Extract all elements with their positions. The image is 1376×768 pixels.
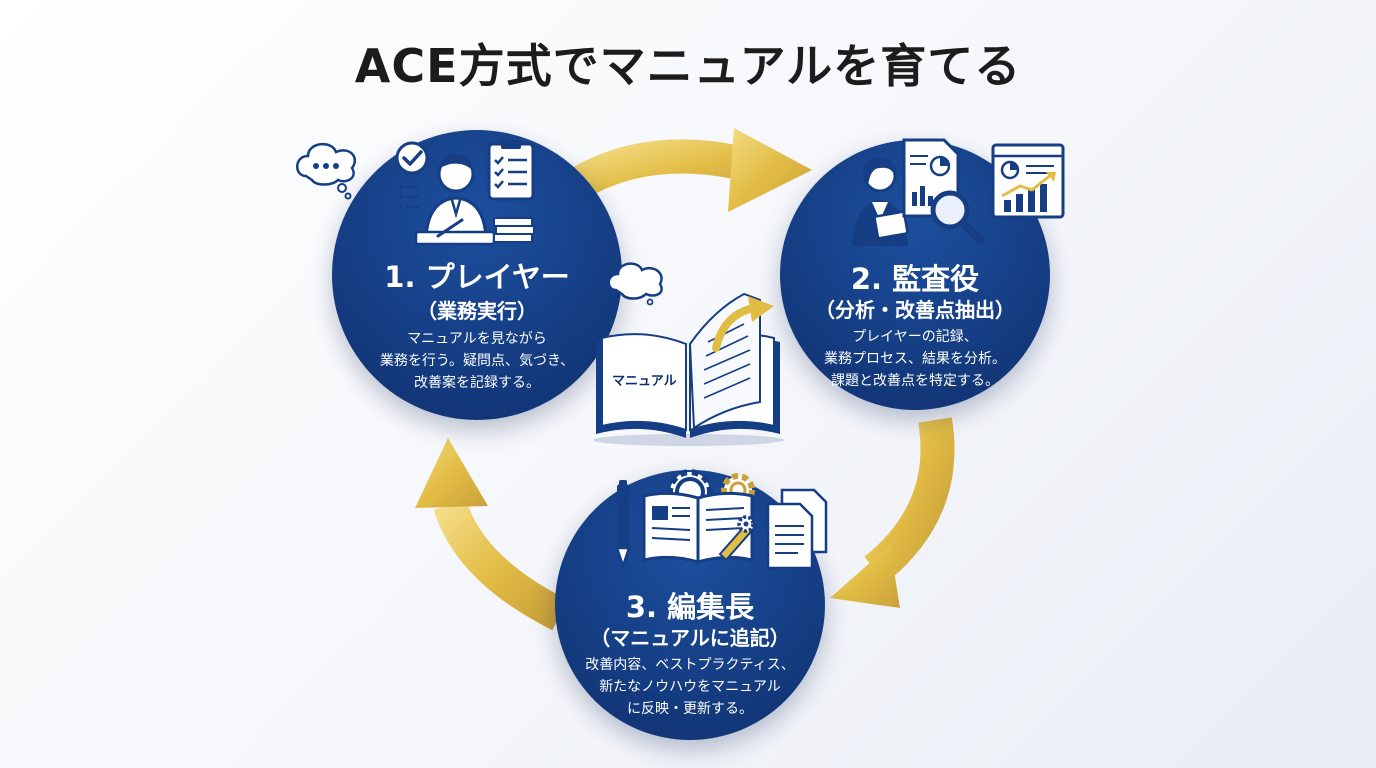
auditor-description-line: プレイヤーの記録、 xyxy=(852,329,978,345)
cycle-arrow-editor-to-player xyxy=(415,438,568,631)
magnifier-icon xyxy=(930,190,985,245)
player-description-line: 改善案を記録する。 xyxy=(413,375,540,391)
editor-description-line: 改善内容、ベストプラクティス、 xyxy=(585,657,795,673)
notes-list-icon xyxy=(399,185,419,209)
player-subtitle: （業務実行） xyxy=(417,299,537,323)
small-gear-icon xyxy=(737,515,755,533)
paper-stack-icon xyxy=(493,217,535,243)
player-heading: 1. プレイヤー xyxy=(384,260,570,294)
auditor-description: プレイヤーの記録、 業務プロセス、結果を分析。 課題と改善点を特定する。 xyxy=(802,326,1029,392)
role-circle-auditor: 2. 監査役 （分析・改善点抽出） プレイヤーの記録、 業務プロセス、結果を分析… xyxy=(780,140,1050,410)
player-description-line: マニュアルを見ながら xyxy=(407,331,547,347)
open-manual-book-icon xyxy=(594,292,784,446)
manual-label: マニュアル xyxy=(612,374,677,389)
pen-icon xyxy=(615,480,631,570)
player-description-line: 業務を行う。疑問点、気づき、 xyxy=(379,353,575,369)
role-circle-player: 1. プレイヤー （業務実行） マニュアルを見ながら 業務を行う。疑問点、気づき… xyxy=(332,130,622,420)
growth-chart-icon xyxy=(991,143,1065,219)
editor-description-line: に反映・更新する。 xyxy=(626,701,753,717)
checklist-clipboard-icon xyxy=(487,140,535,201)
page-title: ACE方式でマニュアルを育てる xyxy=(354,39,1022,93)
analyst-icon xyxy=(852,158,909,246)
worker-icon xyxy=(414,153,496,246)
open-book-icon xyxy=(642,491,758,564)
thought-bubble-icon xyxy=(607,262,663,306)
chat-bubble-icon xyxy=(296,143,357,200)
update-arrow-icon xyxy=(712,296,774,352)
checkmark-icon xyxy=(395,141,429,175)
auditor-subtitle: （分析・改善点抽出） xyxy=(815,298,1015,322)
cycle-arrow-auditor-to-editor xyxy=(830,417,955,608)
player-description: マニュアルを見ながら 業務を行う。疑問点、気づき、 改善案を記録する。 xyxy=(367,328,587,394)
editor-subtitle: （マニュアルに追記） xyxy=(590,626,790,650)
auditor-description-line: 業務プロセス、結果を分析。 xyxy=(823,351,1006,367)
documents-icon xyxy=(766,488,828,570)
editor-description: 改善内容、ベストプラクティス、 新たなノウハウをマニュアル に反映・更新する。 xyxy=(571,654,809,720)
auditor-description-line: 課題と改善点を特定する。 xyxy=(830,373,999,389)
editor-heading: 3. 編集長 xyxy=(625,590,755,624)
editor-description-line: 新たなノウハウをマニュアル xyxy=(599,679,781,695)
auditor-heading: 2. 監査役 xyxy=(850,262,980,296)
